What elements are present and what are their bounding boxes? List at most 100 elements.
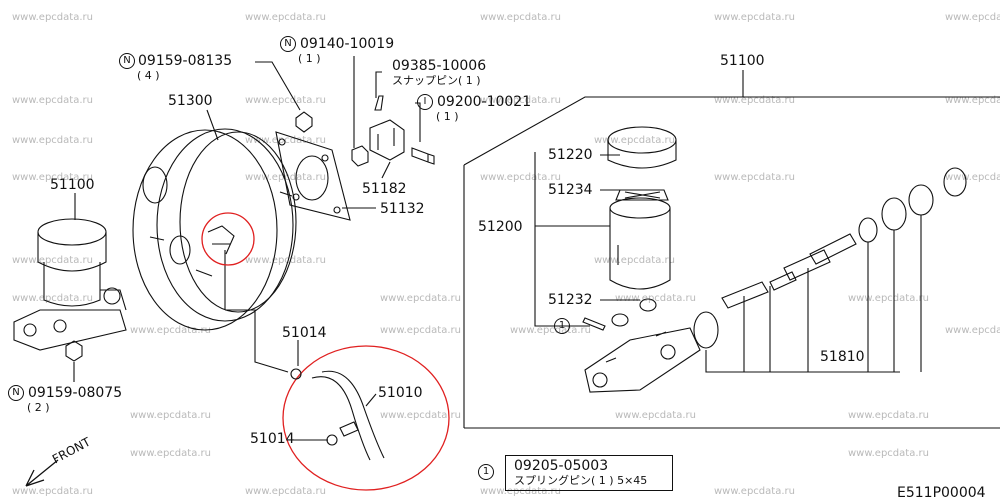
nut-drawing: [295, 111, 313, 133]
reservoir-drawing: [609, 197, 671, 290]
watermark: www.epcdata.ru: [380, 410, 461, 421]
watermark: www.epcdata.ru: [12, 486, 93, 497]
diagram-code: E511P00004: [897, 485, 986, 501]
watermark: www.epcdata.ru: [245, 135, 326, 146]
part-qty: ( 4 ): [137, 69, 160, 82]
watermark: www.epcdata.ru: [594, 255, 675, 266]
reservoir-cap-drawing: [607, 126, 677, 169]
part-qty: ( 1 ): [298, 52, 321, 65]
highlight-circle: [201, 212, 255, 266]
gasket-drawing: [275, 131, 351, 221]
watermark: www.epcdata.ru: [12, 255, 93, 266]
part-qty: ( 2 ): [27, 401, 50, 414]
watermark: www.epcdata.ru: [714, 486, 795, 497]
part-label-51100-right: 51100: [720, 53, 765, 69]
hose-clamp-drawing: [326, 434, 338, 446]
highlight-circle: [282, 345, 450, 491]
watermark: www.epcdata.ru: [945, 172, 1000, 183]
vacuum-hose-drawing: [311, 370, 385, 461]
leader-line: [375, 71, 382, 98]
watermark: www.epcdata.ru: [615, 293, 696, 304]
watermark: www.epcdata.ru: [12, 135, 93, 146]
watermark: www.epcdata.ru: [848, 410, 929, 421]
nut-drawing: [65, 340, 83, 362]
front-arrow-icon: [25, 459, 59, 487]
clevis-drawing: [369, 119, 405, 161]
part-label-51014-top: 51014: [282, 325, 327, 341]
watermark: www.epcdata.ru: [380, 325, 461, 336]
master-cylinder-body-drawing: [584, 327, 701, 393]
leader-line: [225, 309, 289, 373]
brake-booster-drawing: [132, 128, 297, 331]
watermark: www.epcdata.ru: [130, 410, 211, 421]
grommet-drawing: [611, 313, 629, 327]
legend-note: スプリングピン( 1 ) 5×45: [514, 474, 648, 487]
left-master-cylinder-drawing: [13, 218, 127, 351]
grommet-drawing: [639, 298, 657, 312]
watermark: www.epcdata.ru: [12, 12, 93, 23]
watermark: www.epcdata.ru: [245, 12, 326, 23]
watermark: www.epcdata.ru: [480, 172, 561, 183]
part-note: スナップピン( 1 ): [392, 74, 481, 87]
circle-badge-icon: I: [417, 94, 433, 110]
leader-line: [206, 109, 219, 141]
watermark: www.epcdata.ru: [245, 95, 326, 106]
part-qty: ( 1 ): [436, 110, 459, 123]
watermark: www.epcdata.ru: [12, 293, 93, 304]
clip-drawing: [351, 145, 369, 167]
pin-drawing: [411, 147, 435, 165]
watermark: www.epcdata.ru: [380, 293, 461, 304]
circle-badge-icon: N: [8, 385, 24, 401]
watermark: www.epcdata.ru: [130, 325, 211, 336]
strainer-drawing: [615, 189, 669, 201]
leader-line: [255, 61, 301, 111]
watermark: www.epcdata.ru: [245, 486, 326, 497]
legend-box: 09205-05003 スプリングピン( 1 ) 5×45: [505, 455, 673, 491]
watermark: www.epcdata.ru: [12, 95, 93, 106]
part-label-51182: 51182: [362, 181, 407, 197]
part-label-51010: 51010: [378, 385, 423, 401]
watermark: www.epcdata.ru: [480, 12, 561, 23]
part-label-51200: 51200: [478, 219, 523, 235]
circle-badge-icon: 1: [554, 318, 570, 334]
circle-badge-icon: N: [280, 36, 296, 52]
bracket-line: [534, 152, 590, 327]
watermark: www.epcdata.ru: [480, 95, 561, 106]
part-label-51220: 51220: [548, 147, 593, 163]
snap-pin-drawing: [374, 95, 384, 111]
part-code: 09159-08075: [28, 385, 123, 401]
watermark: www.epcdata.ru: [510, 325, 591, 336]
watermark: www.epcdata.ru: [714, 95, 795, 106]
watermark: www.epcdata.ru: [245, 255, 326, 266]
part-label-51232: 51232: [548, 292, 593, 308]
watermark: www.epcdata.ru: [130, 448, 211, 459]
leader-line: [415, 102, 421, 142]
part-label-51100-left: 51100: [50, 177, 95, 193]
legend-code: 09205-05003: [514, 458, 609, 474]
master-cylinder-frame: [463, 96, 1000, 166]
bracket-line: [705, 350, 900, 373]
watermark: www.epcdata.ru: [480, 486, 561, 497]
leader-line: [381, 161, 391, 179]
part-label-51014-bottom: 51014: [250, 431, 295, 447]
part-code: 09385-10006: [392, 58, 487, 74]
circle-badge-icon: N: [119, 53, 135, 69]
watermark: www.epcdata.ru: [714, 172, 795, 183]
hose-clamp-drawing: [290, 368, 302, 380]
leader-line: [365, 393, 377, 407]
part-label-51810: 51810: [820, 349, 865, 365]
watermark: www.epcdata.ru: [848, 293, 929, 304]
part-label-51300: 51300: [168, 93, 213, 109]
watermark: www.epcdata.ru: [594, 135, 675, 146]
part-code: 09159-08135: [138, 53, 233, 69]
watermark: www.epcdata.ru: [848, 448, 929, 459]
part-label-51234: 51234: [548, 182, 593, 198]
watermark: www.epcdata.ru: [245, 172, 326, 183]
watermark: www.epcdata.ru: [615, 410, 696, 421]
piston-kit-drawing: [693, 167, 967, 349]
watermark: www.epcdata.ru: [945, 325, 1000, 336]
spring-pin-drawing: [582, 317, 606, 331]
part-label-51132: 51132: [380, 201, 425, 217]
